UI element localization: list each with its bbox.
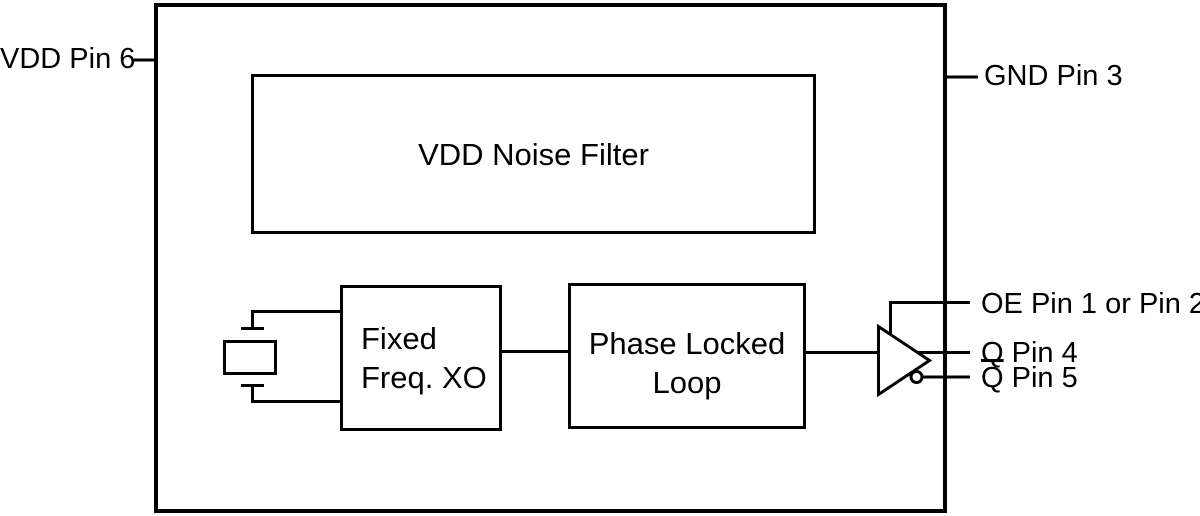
qbar-pin-label: Q Pin 5: [981, 363, 1078, 393]
pll-label-line2: Loop: [652, 365, 722, 400]
vdd-noise-filter-label: VDD Noise Filter: [418, 136, 649, 172]
pll-label-line1: Phase Locked: [588, 326, 786, 361]
vdd-pin-label: VDD Pin 6: [0, 43, 136, 75]
output-buffer-icon: [877, 323, 933, 398]
oe-pin-label: OE Pin 1 or Pin 2: [981, 288, 1200, 320]
qbar-pin-rest: Pin 5: [1003, 362, 1078, 394]
vdd-noise-filter-block: VDD Noise Filter: [251, 74, 816, 234]
inversion-bubble-icon: [909, 370, 924, 384]
chip-boundary: [154, 3, 947, 513]
xo-label-line2: Freq. XO: [361, 360, 487, 395]
xo-label-line1: Fixed: [361, 321, 437, 356]
crystal-icon: [223, 310, 342, 403]
fixed-freq-xo-block: Fixed Freq. XO: [340, 285, 502, 431]
q-pin-label: Q Pin 4: [981, 337, 1078, 369]
gnd-pin-label: GND Pin 3: [984, 60, 1123, 92]
qbar-overlined-q: Q: [981, 362, 1004, 394]
phase-locked-loop-block: Phase Locked Loop: [568, 283, 806, 429]
pll-label-group: Phase Locked Loop: [589, 324, 785, 402]
